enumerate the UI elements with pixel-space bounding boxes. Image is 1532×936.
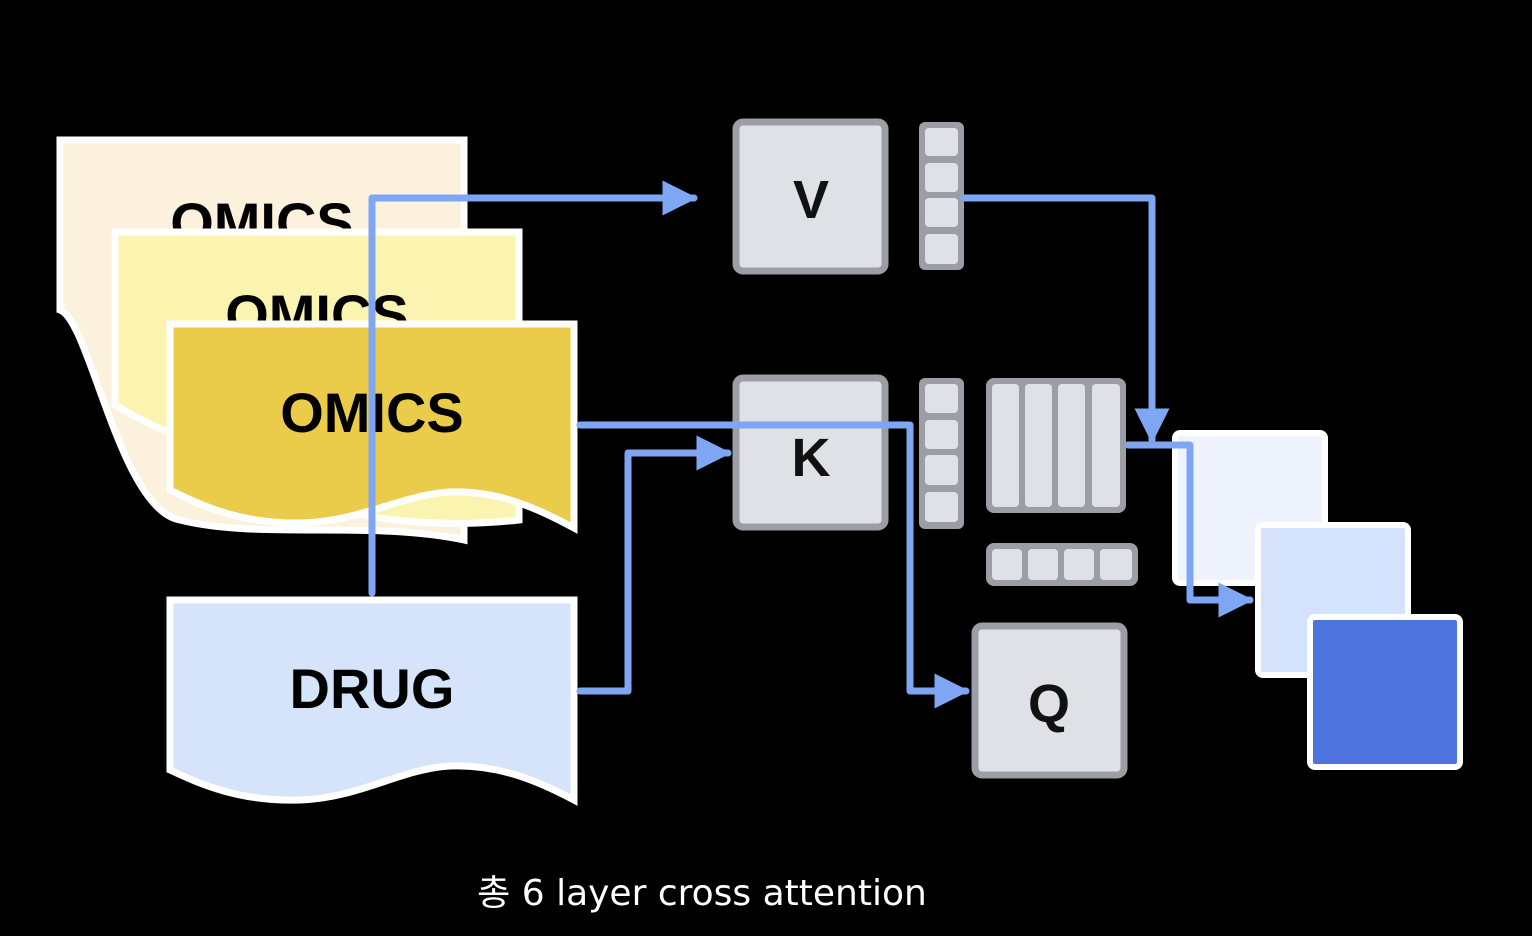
attention-score-columns [986,378,1126,513]
drug-document: DRUG [166,596,578,806]
value-label: V [793,170,829,230]
output-layer-3 [1307,614,1463,770]
flow-arrows [368,180,1254,709]
arrow-drug-to-value [368,180,698,597]
key-vector-stack [919,378,964,529]
key-label: K [792,428,831,488]
arrow-value-to-output [960,194,1170,444]
attention-row-vector [986,543,1138,586]
output-stack [1172,430,1463,770]
key-matrix: K [732,374,889,531]
query-matrix: Q [971,622,1128,779]
arrow-scores-to-output [1124,441,1254,618]
arrow-drug-to-key [576,435,732,695]
value-vector-stack [919,122,964,270]
value-matrix: V [732,118,889,275]
drug-label: DRUG [290,657,455,720]
arrow-omics-to-query [576,421,970,709]
caption: 총 6 layer cross attention [477,873,927,914]
query-label: Q [1028,674,1070,734]
